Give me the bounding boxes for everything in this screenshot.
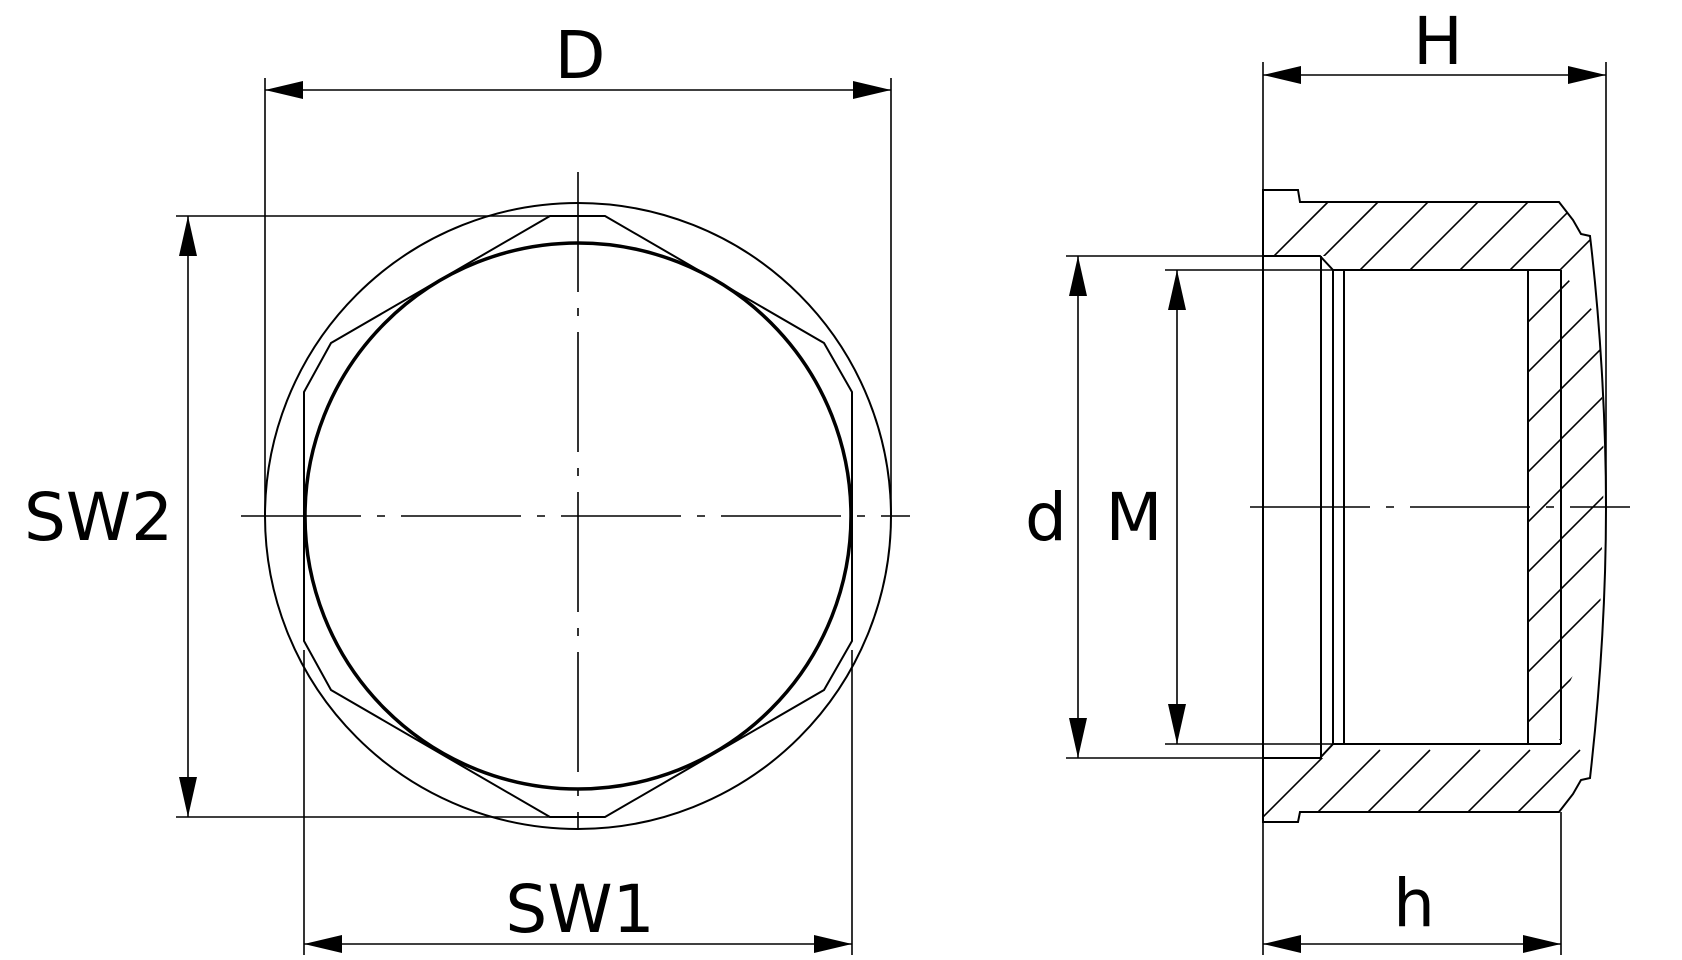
h-upper-arrow-right xyxy=(1568,66,1606,84)
label-h-lower: h xyxy=(1393,865,1435,942)
label-h-upper: H xyxy=(1413,3,1463,80)
section-view: H h d M xyxy=(1025,3,1630,955)
label-d-diameter: D xyxy=(555,17,606,94)
d-small-arrow-top xyxy=(1069,256,1087,296)
d-arrow-right xyxy=(853,81,891,99)
label-d-small: d xyxy=(1025,479,1067,556)
h-lower-arrow-right xyxy=(1523,935,1561,953)
sw1-arrow-left xyxy=(304,935,342,953)
label-m: M xyxy=(1106,479,1163,556)
label-sw2: SW2 xyxy=(24,479,173,556)
section-outer-contour xyxy=(1262,189,1608,823)
m-arrow-top xyxy=(1168,270,1186,310)
d-small-arrow-bottom xyxy=(1069,718,1087,758)
h-lower-arrow-left xyxy=(1263,935,1301,953)
hexagon-outline xyxy=(303,215,853,818)
hatch-bottom xyxy=(1263,749,1600,822)
m-arrow-bottom xyxy=(1168,704,1186,744)
sw2-arrow-bottom xyxy=(179,777,197,817)
front-view: D SW2 SW1 xyxy=(24,17,910,955)
hatch-top xyxy=(1263,199,1600,330)
h-upper-arrow-left xyxy=(1263,66,1301,84)
sw2-arrow-top xyxy=(179,216,197,256)
sw1-arrow-right xyxy=(814,935,852,953)
d-arrow-left xyxy=(265,81,303,99)
label-sw1: SW1 xyxy=(505,871,654,948)
